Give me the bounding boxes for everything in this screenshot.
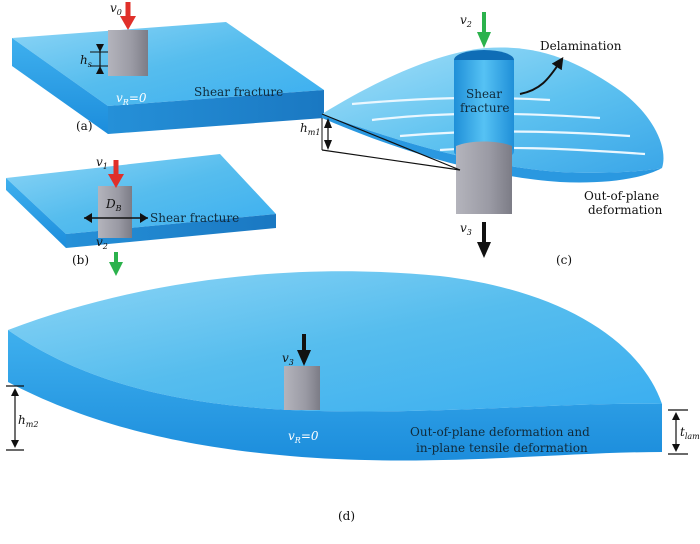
thickness-label-d: hm2 [18, 413, 38, 429]
hole-cylinder-c [454, 60, 514, 152]
projectile-d [284, 366, 320, 410]
thickness-label-a: hs [80, 53, 92, 69]
delamination-pointer-arrow [519, 57, 564, 95]
caption-c: (c) [556, 253, 572, 267]
deformation-label-c: Out-of-plane [584, 189, 659, 203]
fracture-label-c-2: fracture [460, 101, 509, 115]
caption-d: (d) [338, 509, 355, 523]
slab-a-side [108, 90, 324, 134]
slab-a-top [12, 22, 324, 106]
residual-velocity-d: vR=0 [288, 429, 319, 445]
slab-b-top [6, 154, 276, 234]
fracture-label-c: Shear [466, 87, 502, 101]
panel-b: v1 DB Shear fracture (b) v2 [6, 154, 276, 276]
velocity-in-arrow-c [477, 32, 491, 48]
velocity-arrow-b [108, 174, 124, 188]
caption-a: (a) [76, 119, 93, 133]
velocity-in-label-c: v2 [460, 13, 472, 29]
velocity-label-b: v1 [96, 155, 108, 171]
velocity-arrow-d [297, 350, 311, 366]
panel-c: hm1 v2 v3 Shear fracture Delamination Ou… [300, 12, 664, 267]
projectile-c [456, 141, 512, 214]
delamination-crack [351, 96, 551, 106]
velocity-out-label-c: v3 [460, 221, 472, 237]
caption-b: (b) [72, 253, 89, 267]
delamination-label: Delamination [540, 39, 622, 53]
laminate-thickness-label-d: tlam. [680, 425, 700, 441]
slab-a-front [12, 38, 108, 134]
velocity-label-d: v3 [282, 351, 294, 367]
velocity-arrow-a [120, 16, 136, 30]
residual-velocity-a: vR=0 [116, 91, 147, 107]
thickness-label-c: hm1 [300, 121, 320, 137]
panel-a: v0 hs Shear fracture vR=0 (a) [12, 1, 324, 134]
fracture-label-a: Shear fracture [194, 85, 283, 99]
deformation-label-c-2: deformation [588, 203, 663, 217]
projectile-a [108, 30, 148, 76]
projectile-b [98, 186, 132, 238]
next-velocity-label-b: v2 [96, 235, 108, 251]
velocity-arrow-b2 [109, 262, 123, 276]
diameter-label-b: DB [105, 197, 122, 213]
laminate-d-top [8, 271, 662, 412]
fracture-label-b: Shear fracture [150, 211, 239, 225]
velocity-label-a: v0 [110, 1, 122, 17]
slab-b-front [6, 178, 66, 248]
panel-d: v3 hm2 tlam. vR=0 Out-of-plane deformati… [6, 271, 700, 523]
deformation-label-d: Out-of-plane deformation and [410, 425, 590, 439]
slab-b-side [66, 214, 276, 248]
deformation-label-d-2: in-plane tensile deformation [416, 441, 588, 455]
velocity-out-arrow-c [477, 242, 491, 258]
laminate-d-front [8, 330, 662, 461]
